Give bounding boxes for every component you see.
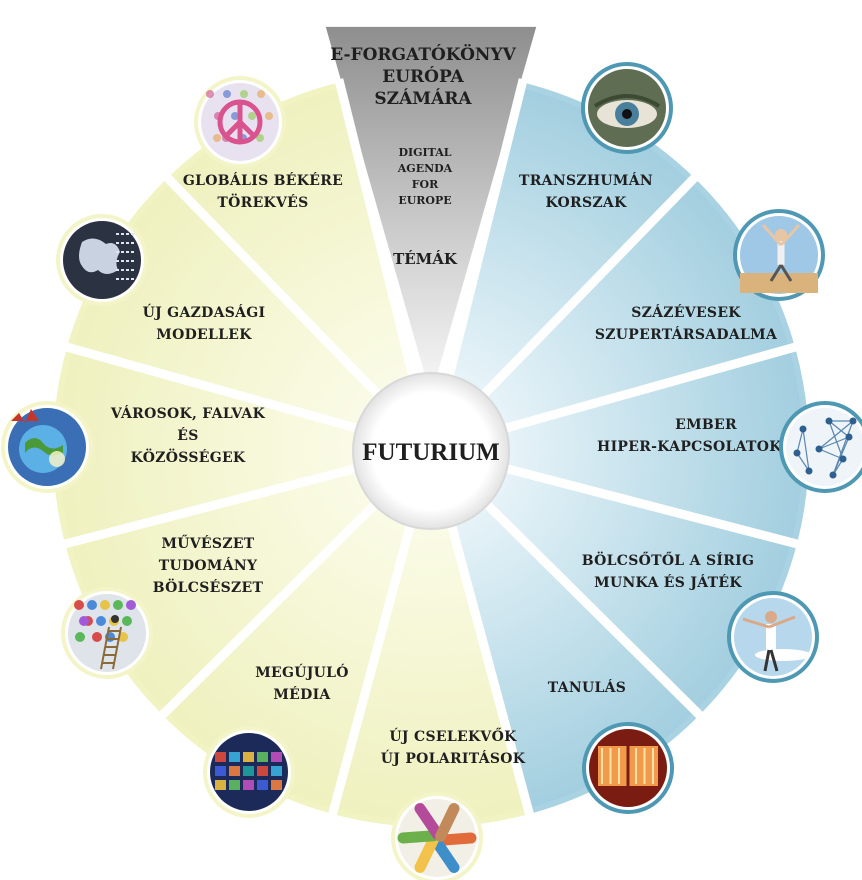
europe-map-icon[interactable]: [56, 214, 148, 306]
top-sub-line-3: FOR: [412, 178, 439, 191]
segment-divider: [62, 341, 365, 435]
center-hub: FUTURIUM: [352, 372, 510, 530]
joined-hands-icon[interactable]: [391, 792, 483, 880]
segment-divider: [61, 462, 365, 550]
theme-label-line: ÚJ GAZDASÁGI: [143, 303, 266, 321]
segment-divider: [477, 495, 705, 721]
center-circle: [352, 372, 510, 530]
theme-label-line: SZÁZÉVESEK: [631, 303, 741, 321]
theme-icons: [1, 62, 862, 880]
eye-icon[interactable]: [581, 62, 673, 154]
top-themes-label: TÉMÁK: [393, 250, 458, 268]
theme-label-line: GLOBÁLIS BÉKÉRE: [183, 171, 343, 189]
screens-dome-icon[interactable]: [203, 726, 295, 818]
theme-label-line: ÚJ POLARITÁSOK: [381, 749, 526, 767]
ladder-painting-icon[interactable]: [61, 587, 153, 679]
center-title: FUTURIUM: [362, 439, 500, 466]
theme-label-line: MÉDIA: [273, 685, 331, 703]
segment-divider: [157, 495, 385, 721]
theme-label-line: TANULÁS: [548, 678, 626, 696]
theme-label-line: TÖREKVÉS: [217, 192, 308, 211]
theme-label-line: MODELLEK: [156, 327, 252, 343]
top-segment: [325, 26, 537, 380]
top-sub-line-4: EUROPE: [398, 194, 451, 207]
segment-divider: [497, 462, 801, 550]
theme-segment[interactable]: [480, 466, 794, 713]
theme-label-line: MEGÚJULÓ: [255, 663, 349, 681]
theme-segment[interactable]: [447, 85, 693, 399]
segment-divider: [334, 78, 419, 383]
segment-dividers: [61, 78, 801, 819]
theme-label-line: BÖLCSŐTŐL A SÍRIG: [582, 550, 755, 569]
theme-segment[interactable]: [498, 347, 806, 544]
theme-label-line: BÖLCSÉSZET: [153, 577, 264, 596]
theme-label-line: KÖZÖSSÉGEK: [131, 447, 246, 466]
theme-label-line: ÉS: [177, 426, 198, 444]
top-title-line-3: SZÁMÁRA: [374, 88, 472, 109]
theme-segment[interactable]: [333, 516, 529, 824]
top-text: E-FORGATÓKÖNYV EURÓPA SZÁMÁRA DIGITAL AG…: [330, 44, 516, 268]
theme-segment[interactable]: [56, 347, 364, 544]
top-title-line-1: E-FORGATÓKÖNYV: [330, 44, 516, 65]
peace-sign-icon[interactable]: [194, 76, 286, 168]
theme-labels: TRANSZHUMÁN KORSZAK SZÁZÉVESEK SZUPERTÁRSAD…: [110, 171, 815, 767]
top-sub-line-2: AGENDA: [397, 162, 453, 175]
glowing-book-icon[interactable]: [582, 722, 674, 814]
globe-city-icon[interactable]: [1, 401, 93, 493]
top-segment-wedge: [325, 26, 537, 380]
theme-label-line: TRANSZHUMÁN: [519, 171, 653, 189]
jumping-person-icon[interactable]: [733, 209, 825, 301]
segment-divider: [443, 78, 528, 383]
theme-label-line: KORSZAK: [545, 195, 627, 211]
theme-label-line: EMBER: [675, 417, 737, 433]
theme-label-line: MUNKA ÉS JÁTÉK: [594, 573, 742, 591]
theme-label-line: HIPER-KAPCSOLATOKKAL: [597, 439, 815, 455]
theme-label-line: MŰVÉSZET: [161, 534, 254, 552]
theme-label-line: VÁROSOK, FALVAK: [110, 404, 266, 422]
segment-divider: [444, 515, 535, 819]
segment-divider: [497, 341, 800, 435]
top-title-line-2: EURÓPA: [382, 66, 464, 87]
woman-open-arms-icon[interactable]: [727, 591, 819, 683]
theme-label-line: TUDOMÁNY: [159, 556, 258, 574]
segment-divider: [327, 515, 418, 819]
theme-label-line: ÚJ CSELEKVŐK: [389, 727, 517, 745]
top-sub-line-1: DIGITAL: [398, 146, 451, 159]
segment-divider: [476, 172, 700, 402]
segment-divider: [162, 172, 386, 402]
network-icon[interactable]: [779, 401, 862, 493]
theme-label-line: SZUPERTÁRSADALMA: [595, 325, 778, 343]
